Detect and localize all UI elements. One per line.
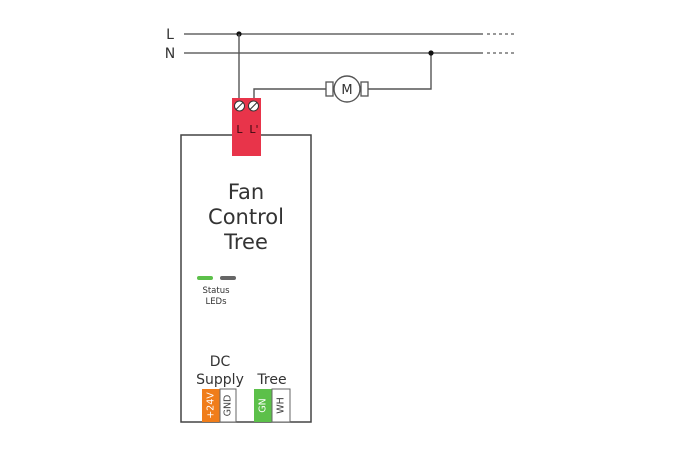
terminal-24v xyxy=(202,389,220,422)
status-leds-label-line2: LEDs xyxy=(205,297,227,307)
relay-l-label: L xyxy=(236,123,243,136)
status-leds-label-line1: Status xyxy=(202,286,230,296)
motor-symbol: M xyxy=(325,75,369,103)
motor-circle xyxy=(333,75,361,103)
relay-terminal-block: L L' xyxy=(232,98,261,156)
terminal-gnd-label: GND xyxy=(223,395,234,417)
device-title-line3: Tree xyxy=(223,230,268,254)
motor-brush-left xyxy=(325,81,334,97)
tree-terminals: GN WH xyxy=(254,388,291,423)
neutral-label: N xyxy=(165,46,175,62)
terminal-gn-label: GN xyxy=(258,398,269,412)
line-label: L xyxy=(166,27,174,43)
screw-slot xyxy=(235,102,244,110)
neutral-junction-dot xyxy=(428,50,434,56)
terminal-gn xyxy=(254,389,272,422)
device-title-line1: Fan xyxy=(228,180,264,204)
dc-supply-terminals: +24V GND xyxy=(202,388,237,423)
switched-line-wire xyxy=(253,88,326,102)
terminal-gnd xyxy=(219,388,237,423)
motor-label: M xyxy=(341,83,352,98)
motor-neutral-wire xyxy=(368,53,432,90)
terminal-wh xyxy=(271,388,291,423)
tree-label: Tree xyxy=(256,372,286,388)
dc-supply-label-line2: Supply xyxy=(196,372,244,388)
motor-brush-right xyxy=(360,81,369,97)
device-title-line2: Control xyxy=(208,205,284,229)
relay-l-prime-label: L' xyxy=(249,123,258,136)
terminal-24v-label: +24V xyxy=(206,392,217,419)
dc-supply-label-line1: DC xyxy=(210,354,231,370)
screw-slot xyxy=(249,102,258,110)
terminal-wh-label: WH xyxy=(276,397,287,414)
